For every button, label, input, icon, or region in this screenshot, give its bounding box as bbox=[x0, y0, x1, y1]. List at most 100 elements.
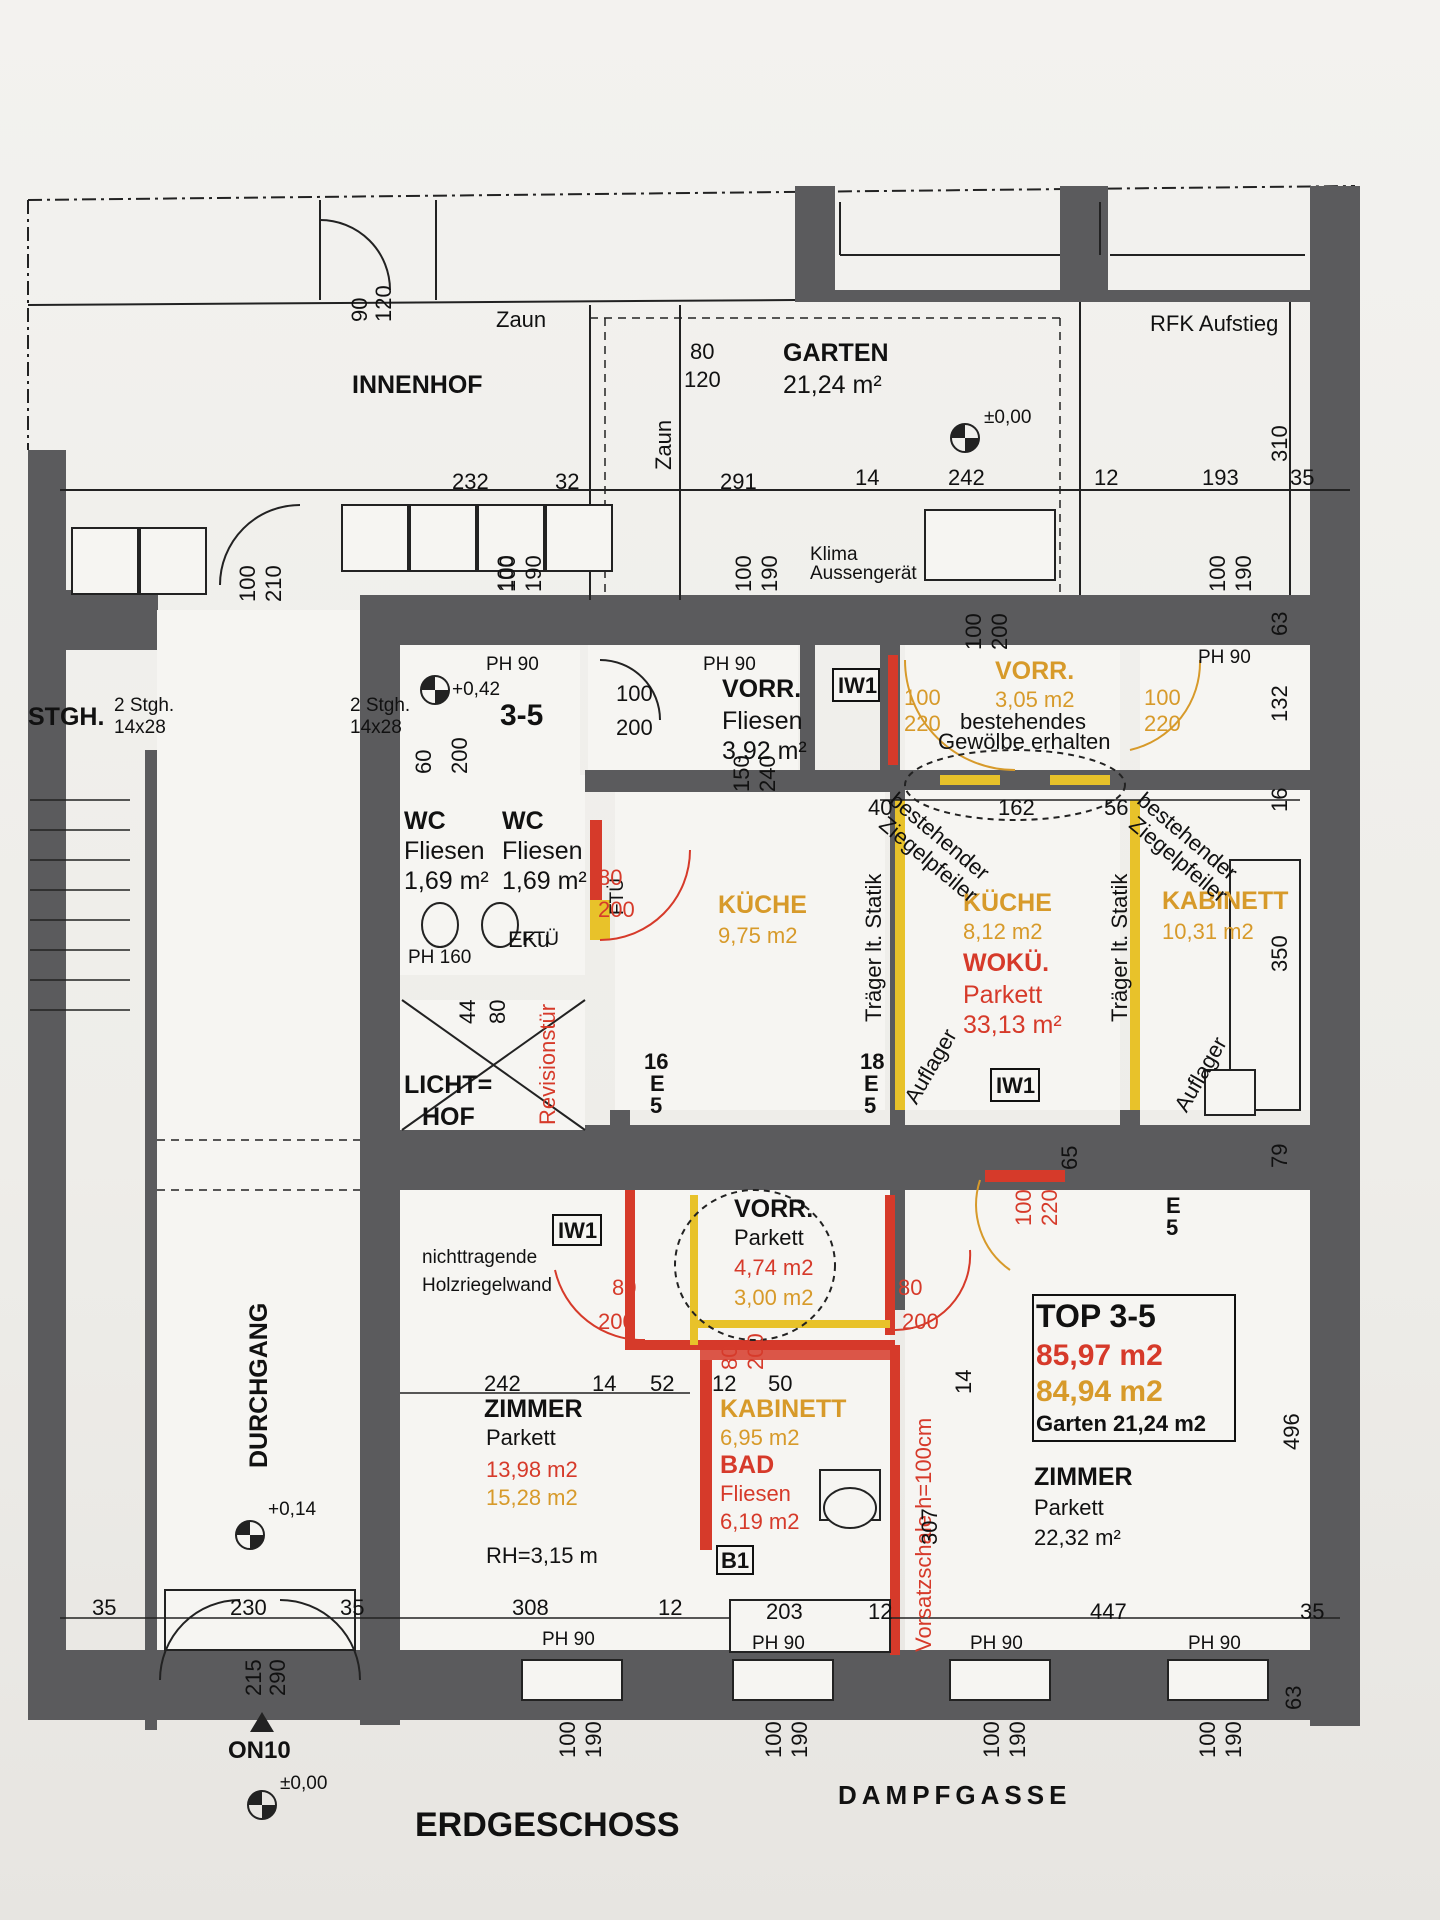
nichttragende-note: nichttragende bbox=[422, 1247, 538, 1268]
win-150: 150 bbox=[729, 755, 754, 792]
dashed-ellipse bbox=[674, 749, 1126, 1341]
vorr3-area-b: 3,00 m2 bbox=[734, 1285, 814, 1310]
win-190c: 190 bbox=[757, 555, 782, 592]
dim-79: 79 bbox=[1267, 1143, 1292, 1168]
level-1: +0,42 bbox=[452, 679, 501, 700]
red-200-2: 200 bbox=[598, 1309, 635, 1334]
dim-65: 65 bbox=[1057, 1145, 1082, 1170]
dim-230: 230 bbox=[230, 1595, 267, 1620]
iw1-tag-b: IW1 bbox=[990, 1068, 1040, 1102]
win-220h: 220 bbox=[1144, 711, 1181, 736]
red-200-1: 200 bbox=[598, 897, 635, 922]
win-100g: 100 bbox=[904, 685, 941, 710]
door-90: 90 bbox=[347, 297, 372, 322]
garten-area: 21,24 m² bbox=[783, 371, 882, 399]
garten-label: GARTEN bbox=[783, 339, 889, 367]
lichthof-label: LICHT= bbox=[404, 1071, 493, 1099]
dim-14b: 14 bbox=[592, 1371, 617, 1396]
zimmer2-floor: Parkett bbox=[1034, 1495, 1104, 1520]
dim-12d: 12 bbox=[868, 1599, 893, 1624]
traeger-label-2: Träger lt. Statik bbox=[1107, 873, 1132, 1022]
kueche1-label: KÜCHE bbox=[718, 891, 807, 919]
fixtures bbox=[71, 504, 1301, 1653]
top-area-a: 85,97 m2 bbox=[1036, 1339, 1163, 1372]
dim-50: 50 bbox=[768, 1371, 793, 1396]
kueche2-area: 8,12 m2 bbox=[963, 919, 1043, 944]
red-80-4: 80 bbox=[717, 1345, 742, 1370]
zimmer2-area: 22,32 m² bbox=[1034, 1525, 1121, 1550]
e-5b: 5 bbox=[864, 1093, 877, 1118]
bad-floor: Fliesen bbox=[720, 1481, 791, 1506]
walls bbox=[28, 186, 1360, 1730]
dim-63a: 63 bbox=[1267, 611, 1292, 636]
win-200i: 200 bbox=[447, 737, 472, 774]
stgh-label: STGH. bbox=[28, 703, 105, 731]
dim-63b: 63 bbox=[1281, 1685, 1306, 1710]
wc2-label: WC bbox=[502, 807, 544, 835]
red-100-p: 100 bbox=[1011, 1189, 1036, 1226]
yard-lines bbox=[27, 200, 1350, 600]
dim-291: 291 bbox=[720, 469, 757, 494]
e-E1: E bbox=[650, 1071, 665, 1096]
eku-label: EKu bbox=[508, 927, 550, 952]
stgh-steps-2b: 14x28 bbox=[350, 717, 402, 738]
durchgang-label: DURCHGANG bbox=[245, 1302, 273, 1468]
win-60: 60 bbox=[411, 749, 436, 774]
bad-label: BAD bbox=[720, 1451, 775, 1479]
door-swings bbox=[159, 219, 661, 1681]
win-190k: 190 bbox=[581, 1721, 606, 1758]
dim-447: 447 bbox=[1090, 1599, 1127, 1624]
zimmer1-label: ZIMMER bbox=[484, 1395, 583, 1423]
unit-label: 3-5 bbox=[500, 699, 544, 732]
win-100h: 100 bbox=[1144, 685, 1181, 710]
kueche2-label: KÜCHE bbox=[963, 889, 1052, 917]
zaun-label-2: Zaun bbox=[651, 419, 676, 470]
ph-tag-5: PH 90 bbox=[542, 1629, 595, 1650]
level-2: +0,14 bbox=[268, 1499, 317, 1520]
b1-tag: B1 bbox=[716, 1545, 754, 1575]
new-walls bbox=[590, 655, 1140, 1655]
zimmer1-rh: RH=3,15 m bbox=[486, 1543, 598, 1568]
stgh-steps-1: 2 Stgh. bbox=[114, 695, 175, 716]
wc2-floor: Fliesen bbox=[502, 837, 583, 865]
property-line bbox=[27, 185, 1356, 450]
stairs bbox=[30, 799, 130, 1011]
win-100d: 100 bbox=[961, 613, 986, 650]
kueche1-area: 9,75 m2 bbox=[718, 923, 798, 948]
e-18: 18 bbox=[860, 1049, 885, 1074]
vorr-label: VORR. bbox=[722, 675, 802, 703]
dim-162: 162 bbox=[998, 795, 1035, 820]
klima-label-2: Aussengerät bbox=[810, 563, 917, 584]
win-220g: 220 bbox=[904, 711, 941, 736]
zaun-label-1: Zaun bbox=[496, 307, 547, 332]
kabinett1-label: KABINETT bbox=[1162, 887, 1289, 915]
zimmer1-area-b: 15,28 m2 bbox=[486, 1485, 578, 1510]
win-100c: 100 bbox=[731, 555, 756, 592]
vault-note: bestehendes bbox=[960, 709, 1086, 734]
dim-496: 496 bbox=[1279, 1413, 1304, 1450]
win-100e: 100 bbox=[1205, 555, 1230, 592]
dim-12a: 12 bbox=[1094, 465, 1119, 490]
dim-12c: 12 bbox=[658, 1595, 683, 1620]
wc1-area: 1,69 m² bbox=[404, 867, 489, 895]
kabinett1-area: 10,31 m2 bbox=[1162, 919, 1254, 944]
zimmer1-floor: Parkett bbox=[486, 1425, 556, 1450]
wokue-floor: Parkett bbox=[963, 981, 1043, 1009]
ph-tag-8: PH 90 bbox=[1188, 1633, 1241, 1654]
dim-35d: 35 bbox=[1300, 1599, 1325, 1624]
vault-note-2: Gewölbe erhalten bbox=[938, 729, 1111, 754]
dim-40: 40 bbox=[868, 795, 893, 820]
lichthof-cross bbox=[401, 999, 586, 1131]
win-100j: 100 bbox=[493, 555, 518, 592]
top-summary-box: TOP 3-5 85,97 m2 84,94 m2 Garten 21,24 m… bbox=[1032, 1294, 1236, 1442]
level-markers bbox=[235, 423, 980, 1820]
traeger-label-1: Träger lt. Statik bbox=[861, 873, 886, 1022]
vorr2-area: 3,05 m2 bbox=[995, 687, 1075, 712]
wc1-label: WC bbox=[404, 807, 446, 835]
kabinett2-label: KABINETT bbox=[720, 1395, 847, 1423]
win-190n: 190 bbox=[1221, 1721, 1246, 1758]
stgh-steps-2: 2 Stgh. bbox=[350, 695, 411, 716]
win-190b: 190 bbox=[521, 555, 546, 592]
red-80-1: 80 bbox=[598, 865, 623, 890]
red-220-p: 220 bbox=[1037, 1189, 1062, 1226]
